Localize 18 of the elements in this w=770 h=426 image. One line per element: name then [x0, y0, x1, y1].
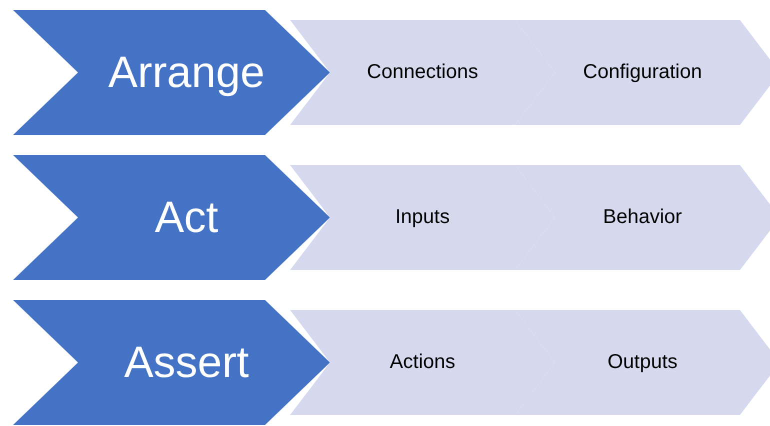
chevron-shape — [13, 155, 330, 280]
chevron-shape — [290, 20, 555, 125]
step-label: Actions — [390, 351, 456, 374]
step-label: Outputs — [607, 351, 678, 374]
step-label: Behavior — [603, 206, 682, 229]
chevron-shape — [290, 310, 555, 415]
step-label: Act — [154, 192, 218, 242]
step-label: Configuration — [583, 61, 702, 84]
step-label: Assert — [123, 338, 249, 388]
chevron-shape — [515, 310, 770, 415]
step-label: Connections — [366, 61, 478, 84]
chevron-shape — [290, 165, 555, 270]
chevron-shape — [13, 300, 330, 425]
chevron-shape — [515, 165, 770, 270]
chevron-shape — [13, 10, 330, 135]
step-label: Arrange — [107, 48, 265, 98]
step-label: Inputs — [395, 206, 450, 229]
chevron-shape — [515, 20, 770, 125]
